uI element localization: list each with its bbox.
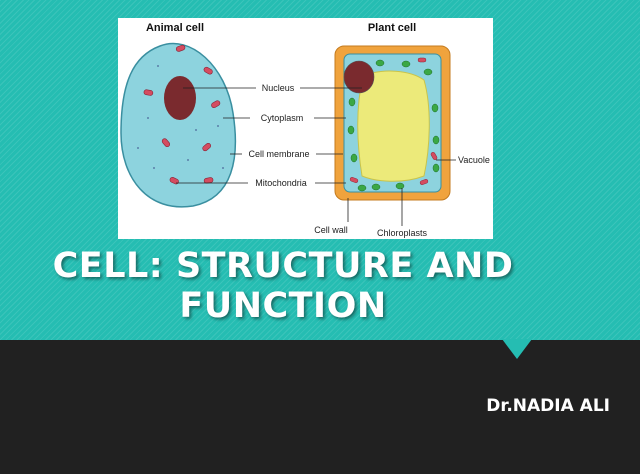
animal-cell-title: Animal cell xyxy=(146,22,204,34)
plant-cell-title: Plant cell xyxy=(368,22,416,34)
dark-footer-band xyxy=(0,340,640,474)
mitochondria-label: Mitochondria xyxy=(255,178,307,188)
plant-nucleus-shape xyxy=(343,60,375,94)
animal-nucleus-shape xyxy=(164,76,196,120)
notch-pointer xyxy=(502,339,532,359)
cytoplasm-label: Cytoplasm xyxy=(261,113,304,123)
vacuole-shape xyxy=(357,70,430,182)
plant-cell xyxy=(334,45,451,201)
cell-diagram-svg: Animal cell Plant cell xyxy=(120,22,490,238)
chloroplast-group xyxy=(347,59,440,192)
slide-title: CELL: STRUCTURE AND FUNCTION xyxy=(0,246,566,326)
animal-granules xyxy=(137,65,224,169)
vacuole-label: Vacuole xyxy=(458,155,490,165)
cell-membrane-label: Cell membrane xyxy=(248,149,309,159)
cell-wall-label: Cell wall xyxy=(314,225,348,235)
animal-mitochondria-group xyxy=(143,44,221,185)
cell-diagram-image: Animal cell Plant cell xyxy=(118,18,493,239)
plant-mitochondria-group xyxy=(349,57,438,185)
leader-lines xyxy=(176,87,456,226)
animal-cytoplasm-shape xyxy=(120,42,237,208)
slide-title-line-2: FUNCTION xyxy=(179,286,387,326)
chloroplasts-label: Chloroplasts xyxy=(377,228,428,238)
animal-cell xyxy=(120,42,237,208)
author-name: Dr.NADIA ALI xyxy=(486,396,610,416)
nucleus-label: Nucleus xyxy=(262,83,295,93)
slide-title-line-1: CELL: STRUCTURE AND xyxy=(52,246,514,286)
